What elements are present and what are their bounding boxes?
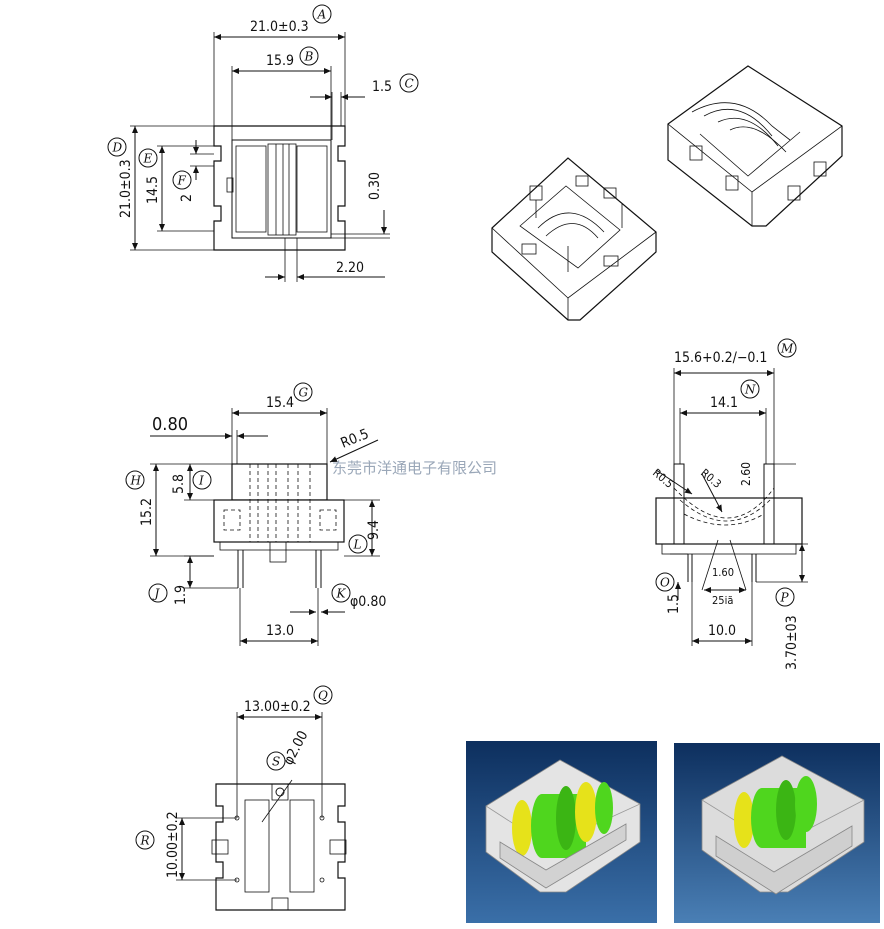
front-view: 15.4 0.80 R0.5 15.2 5.8 9.4 1.9 φ0.80 bbox=[139, 395, 386, 646]
bottom-view: 13.00±0.2 φ2.00 10.00±0.2 bbox=[165, 699, 347, 911]
dim-q-text: 13.00±0.2 bbox=[244, 699, 311, 715]
callout-j: J bbox=[148, 583, 168, 603]
dim-k-text: φ0.80 bbox=[350, 594, 386, 610]
svg-text:I: I bbox=[198, 474, 204, 488]
callout-k: K bbox=[331, 583, 351, 603]
svg-text:A: A bbox=[317, 8, 327, 22]
svg-text:P: P bbox=[780, 591, 790, 605]
callout-s: S bbox=[266, 751, 286, 771]
dim-j-text: 1.9 bbox=[173, 585, 189, 605]
callout-n: N bbox=[740, 379, 760, 399]
callout-p: P bbox=[775, 587, 795, 607]
svg-text:M: M bbox=[780, 342, 794, 356]
svg-text:E: E bbox=[143, 152, 153, 166]
svg-text:R: R bbox=[140, 834, 150, 848]
dim-030-text: 0.30 bbox=[367, 172, 383, 200]
top-view: 21.0±0.3 15.9 1.5 21.0±0.3 14.5 2 0.30 bbox=[118, 19, 392, 282]
callout-r: R bbox=[135, 830, 155, 850]
dim-b-text: 15.9 bbox=[266, 53, 294, 69]
callout-c: C bbox=[399, 73, 419, 93]
svg-text:J: J bbox=[152, 587, 161, 601]
dim-g-text: 15.4 bbox=[266, 395, 294, 411]
svg-text:L: L bbox=[353, 538, 362, 552]
isometric-view-top bbox=[667, 65, 843, 227]
dim-h-text: 15.2 bbox=[139, 498, 155, 526]
dim-r-text: 10.00±0.2 bbox=[165, 811, 181, 878]
svg-text:S: S bbox=[272, 755, 280, 769]
dim-n-text: 14.1 bbox=[710, 395, 738, 411]
callout-b: B bbox=[299, 46, 319, 66]
dim-i-text: 5.8 bbox=[171, 474, 187, 494]
callout-a: A bbox=[312, 4, 332, 24]
svg-text:C: C bbox=[405, 77, 414, 91]
dim-o-text: 1.5 bbox=[666, 594, 682, 614]
dim-side-100-text: 10.0 bbox=[708, 623, 736, 639]
callout-f: F bbox=[172, 170, 192, 190]
callout-g: G bbox=[293, 382, 313, 402]
render-image-right bbox=[674, 743, 880, 923]
callout-l: L bbox=[348, 534, 368, 554]
dim-c-text: 1.5 bbox=[372, 79, 392, 95]
svg-text:H: H bbox=[130, 474, 142, 488]
svg-text:O: O bbox=[660, 576, 670, 590]
dim-side-160-text: 1.60 bbox=[712, 566, 734, 579]
side-view: 15.6+0.2/−0.1 14.1 R0.5 R0.3 2.60 1.60 2… bbox=[650, 350, 808, 670]
svg-text:F: F bbox=[177, 174, 187, 188]
callout-q: Q bbox=[313, 685, 333, 705]
svg-text:B: B bbox=[304, 50, 314, 64]
dim-front-r05-text: R0.5 bbox=[339, 426, 372, 452]
callout-m: M bbox=[777, 338, 797, 358]
svg-text:D: D bbox=[112, 141, 123, 155]
dim-m-text: 15.6+0.2/−0.1 bbox=[674, 350, 767, 366]
callout-i: I bbox=[192, 470, 212, 490]
render-image-left bbox=[466, 741, 657, 923]
company-watermark: 东莞市洋通电子有限公司 bbox=[332, 459, 497, 477]
isometric-view-bottom bbox=[491, 157, 657, 321]
svg-text:G: G bbox=[299, 386, 309, 400]
callout-h: H bbox=[125, 470, 145, 490]
callout-bubbles: A B C D E F G H I J K L M N O P Q R S bbox=[107, 4, 797, 850]
dim-d-text: 21.0±0.3 bbox=[118, 159, 134, 218]
dim-side-25-text: 25iã bbox=[712, 594, 733, 607]
dim-130-text: 13.0 bbox=[266, 623, 294, 639]
dim-080-text: 0.80 bbox=[152, 414, 188, 435]
callout-o: O bbox=[655, 572, 675, 592]
dim-l-text: 9.4 bbox=[366, 520, 382, 540]
svg-text:K: K bbox=[336, 587, 347, 601]
dim-side-r03-text: R0.3 bbox=[698, 466, 724, 490]
dim-e-text: 14.5 bbox=[145, 176, 161, 204]
dim-f-text: 2 bbox=[179, 194, 195, 202]
callout-d: D bbox=[107, 137, 127, 157]
dim-a-text: 21.0±0.3 bbox=[250, 19, 309, 35]
dim-220-text: 2.20 bbox=[336, 260, 364, 276]
callout-e: E bbox=[138, 148, 158, 168]
svg-text:N: N bbox=[744, 383, 756, 397]
dim-side-r05-text: R0.5 bbox=[650, 466, 676, 490]
dim-side-260-text: 2.60 bbox=[739, 462, 753, 486]
dim-p-text: 3.70±03 bbox=[784, 615, 800, 670]
svg-text:Q: Q bbox=[318, 689, 328, 703]
